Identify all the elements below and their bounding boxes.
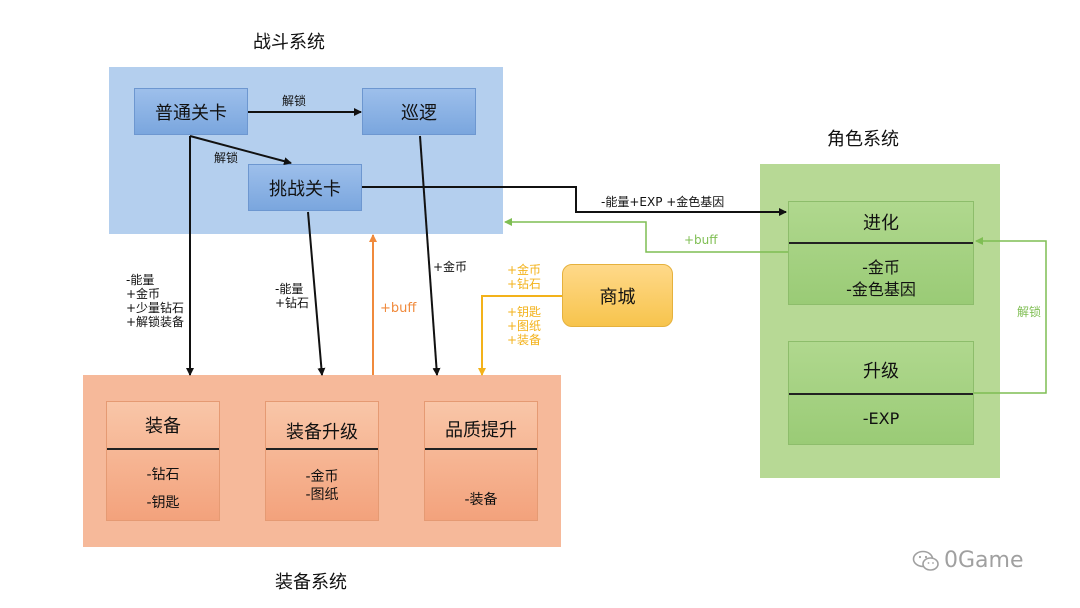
equip-upgrade-card-line-1: -金币 [305,469,339,485]
shop-box: 商城 [562,264,673,327]
label-line: +解锁装备 [126,315,185,329]
label-challenge-to-role: -能量+EXP +金色基因 [601,195,725,209]
equip-card-title: 装备 [145,416,181,437]
divider [425,448,537,450]
quality-up-card-line-1: -装备 [464,492,498,508]
arrow-patrol-to-quality [419,135,441,376]
label-role-unlock: 解锁 [1017,305,1042,319]
arrow-role-buff [504,218,788,253]
quality-up-card: 品质提升 -装备 [424,401,538,521]
upgrade-card-title: 升级 [863,361,899,382]
label-line: -能量 [275,282,304,296]
equip-upgrade-card-title: 装备升级 [286,422,358,443]
wechat-icon [912,550,939,571]
equip-card-line-2: -钥匙 [146,495,180,511]
normal-stage-box: 普通关卡 [134,88,248,135]
label-unlock-patrol: 解锁 [282,94,307,108]
divider [789,242,973,244]
arrow-challenge-to-upgrade [307,211,326,376]
equip-card-line-1: -钻石 [146,467,180,483]
equip-upgrade-card-line-2: -图纸 [305,487,339,503]
label-patrol-to-quality: +金币 [433,260,468,274]
label-equip-buff: +buff [380,301,417,316]
upgrade-card-line-1: -EXP [862,409,900,428]
divider [266,448,378,450]
label-challenge-to-upgrade: -能量 +钻石 [275,282,309,310]
label-line: +装备 [507,333,542,347]
label-line: +图纸 [507,319,542,333]
label-line: +钻石 [507,277,542,291]
label-role-buff: +buff [684,233,718,247]
battle-system-title: 战斗系统 [253,32,325,53]
label-line: +钻石 [275,296,310,310]
label-line: +钥匙 [507,305,542,319]
equip-system-title: 装备系统 [275,572,347,593]
label-line: -能量 [126,273,155,287]
equip-card: 装备 -钻石 -钥匙 [106,401,220,521]
label-line: +金币 [507,263,542,277]
patrol-box: 巡逻 [362,88,476,135]
evolve-card: 进化 -金币 -金色基因 [788,201,974,305]
arrow-normal-to-challenge [189,135,292,166]
divider [789,393,973,395]
role-system-title: 角色系统 [827,129,899,150]
label-line: +金币 [126,287,161,301]
arrow-shop-to-quality [478,295,562,376]
challenge-stage-box: 挑战关卡 [248,164,362,211]
evolve-card-line-1: -金币 [862,258,900,277]
label-shop-top: +金币 +钻石 [507,263,541,291]
evolve-card-line-2: -金色基因 [846,280,916,299]
label-shop-bottom: +钥匙 +图纸 +装备 [507,305,541,347]
label-line: +少量钻石 [126,301,185,315]
watermark-text: 0Game [944,548,1024,573]
label-unlock-challenge: 解锁 [214,151,239,165]
watermark: 0Game [912,548,1024,573]
divider [107,448,219,450]
quality-up-card-title: 品质提升 [445,420,517,441]
evolve-card-title: 进化 [863,213,899,234]
label-normal-to-equip: -能量 +金币 +少量钻石 +解锁装备 [126,273,184,329]
equip-upgrade-card: 装备升级 -金币 -图纸 [265,401,379,521]
upgrade-card: 升级 -EXP [788,341,974,445]
arrow-upgrade-unlock [974,237,1047,394]
arrow-challenge-to-evolve [362,186,787,216]
